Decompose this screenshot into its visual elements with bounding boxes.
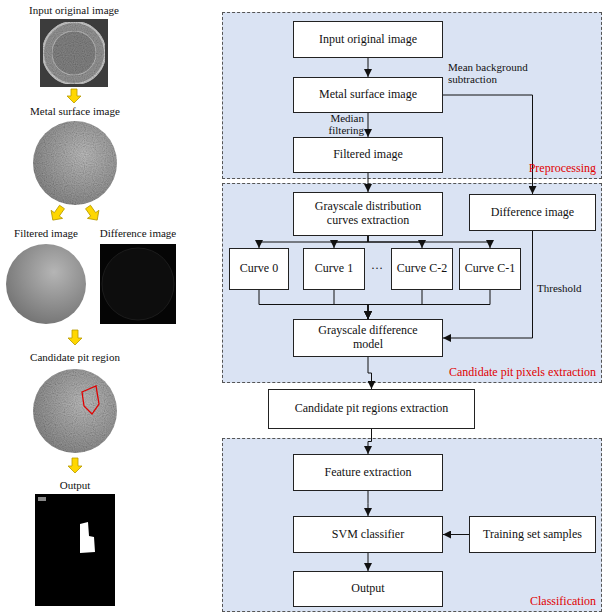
output-mask-tag	[38, 497, 46, 501]
stage-label: Preprocessing	[529, 162, 596, 176]
process-box: Difference image	[469, 194, 596, 231]
box-label: Curve 1	[315, 262, 353, 276]
pit-outline	[82, 386, 99, 414]
filtered-photo	[6, 244, 86, 324]
process-box: Input original image	[293, 21, 443, 58]
process-box: Grayscale difference model	[293, 319, 443, 357]
input-photo-inner	[52, 31, 96, 75]
image-caption: Candidate pit region	[15, 351, 135, 363]
stage-label: Candidate pit pixels extraction	[449, 366, 596, 380]
box-label: Training set samples	[483, 528, 582, 542]
pit-mask	[80, 522, 95, 553]
ellipsis-mark: …	[364, 259, 390, 272]
process-box: Filtered image	[293, 137, 443, 173]
difference-photo	[100, 244, 176, 324]
flow-arrow	[67, 89, 81, 103]
process-box: Training set samples	[469, 516, 596, 553]
process-box: Curve 1	[303, 248, 365, 290]
candidate-photo	[33, 369, 117, 453]
process-box: Curve C-1	[459, 248, 521, 290]
edge-label: Mean background subtraction	[448, 62, 553, 85]
flow-arrow	[68, 330, 82, 345]
flow-arrow	[47, 203, 68, 224]
process-box: Grayscale distribution curves extraction	[293, 192, 443, 236]
image-caption: Output	[15, 479, 135, 491]
box-label: Filtered image	[333, 148, 403, 162]
input-photo	[40, 19, 108, 87]
box-label: Curve C-2	[397, 262, 447, 276]
flow-arrow	[82, 203, 103, 224]
box-label: Curve 0	[240, 262, 278, 276]
process-box: SVM classifier	[293, 516, 443, 553]
process-box: Metal surface image	[293, 77, 443, 113]
box-label: Input original image	[319, 33, 417, 47]
process-box: Output	[293, 571, 443, 607]
image-caption: Input original image	[14, 4, 134, 16]
box-label: Metal surface image	[319, 88, 417, 102]
process-box: Curve C-2	[391, 248, 453, 290]
image-caption: Difference image	[96, 227, 180, 239]
stage-band: Preprocessing Input original imageMetal s…	[222, 12, 602, 179]
box-label: Output	[351, 582, 384, 596]
process-box: Curve 0	[229, 248, 289, 290]
process-box: Candidate pit regions extraction	[268, 389, 475, 429]
box-label: Curve C-1	[465, 262, 515, 276]
difference-photo-disc	[102, 248, 174, 320]
edge-label: Threshold	[537, 283, 599, 295]
box-label: Difference image	[491, 206, 574, 220]
box-label: Candidate pit regions extraction	[295, 402, 449, 416]
flow-arrow	[68, 458, 82, 473]
box-label: Grayscale difference model	[302, 324, 434, 352]
input-photo-disc	[43, 22, 105, 84]
process-box: Feature extraction	[293, 454, 443, 491]
metal-surface-photo	[33, 121, 117, 205]
output-mask	[35, 494, 115, 606]
image-caption: Filtered image	[0, 227, 92, 239]
box-label: SVM classifier	[332, 528, 404, 542]
box-label: Grayscale distribution curves extraction	[302, 200, 434, 228]
edge-label: Median filtering	[316, 113, 364, 136]
image-caption: Metal surface image	[15, 105, 135, 117]
stage-label: Classification	[530, 595, 596, 609]
box-label: Feature extraction	[325, 466, 412, 480]
stage-band: Classification Feature extractionSVM clas…	[222, 438, 602, 612]
